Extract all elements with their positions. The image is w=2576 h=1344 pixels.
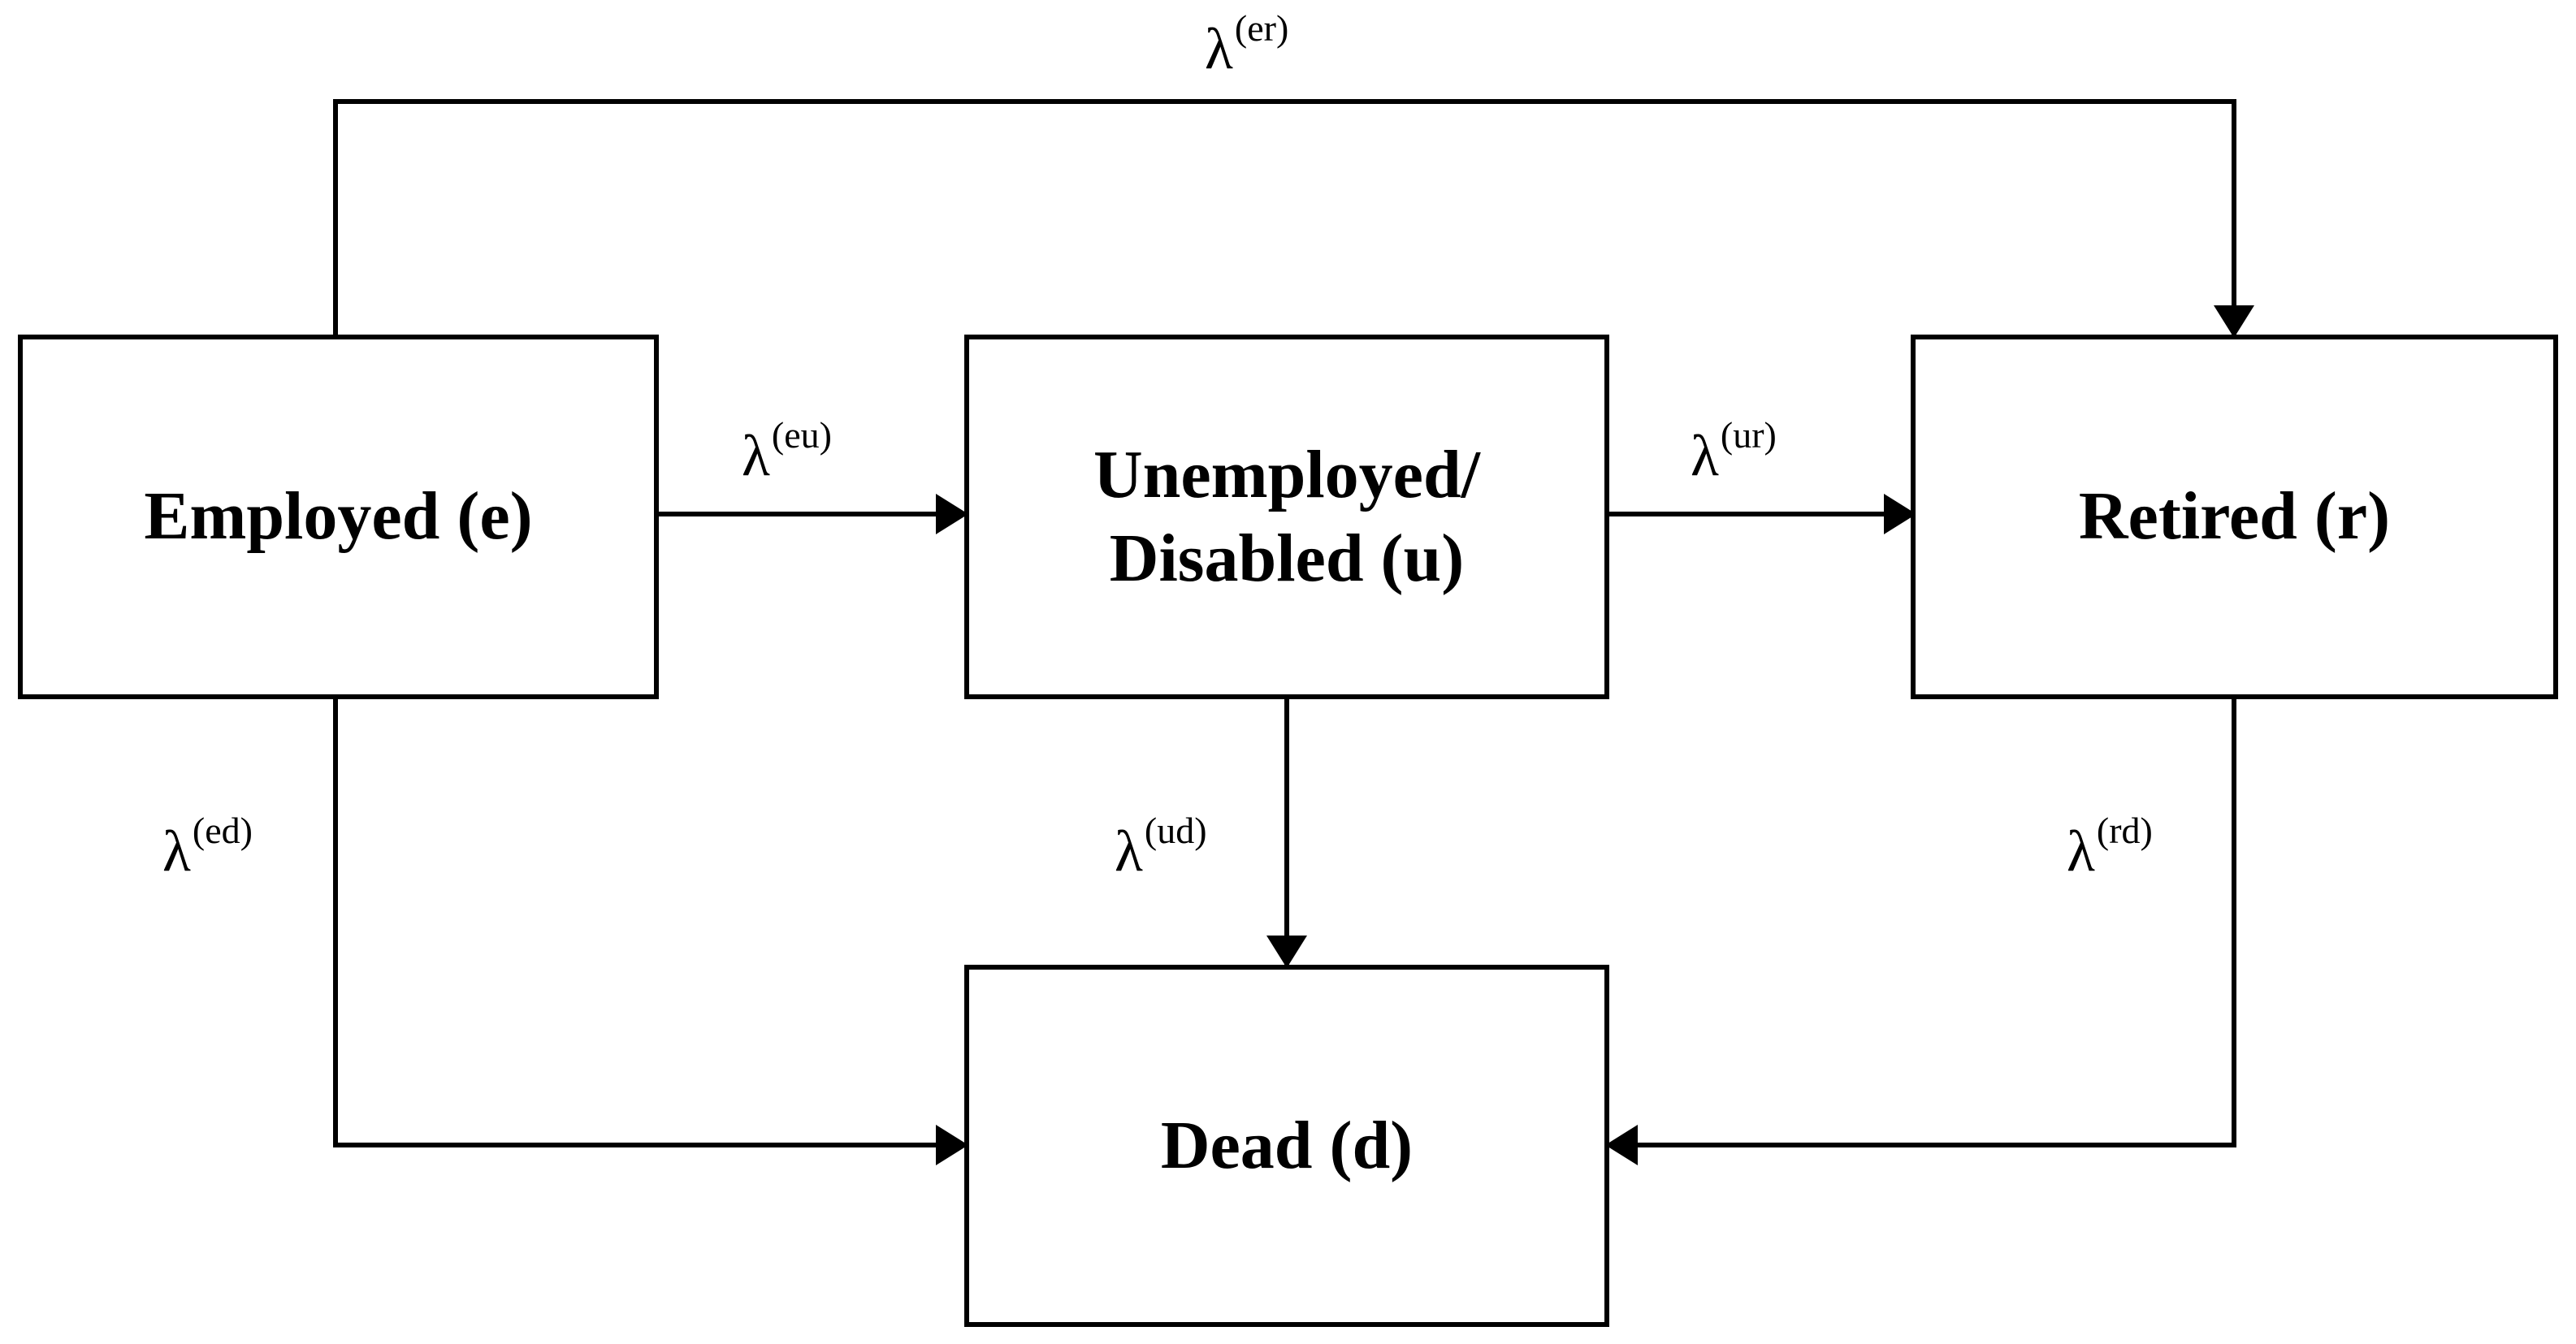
rate-superscript-ud: (ud) [1144,810,1207,851]
rate-superscript-eu: (eu) [771,414,832,456]
rate-label-rd: λ(rd) [2067,812,2153,881]
rate-symbol: λ [162,819,191,884]
state-employed-label: Employed (e) [144,478,533,555]
rate-superscript-rd: (rd) [2096,810,2153,851]
rate-symbol: λ [742,423,770,488]
rate-label-ud: λ(ud) [1115,812,1207,881]
state-retired-label: Retired (r) [2078,478,2391,555]
state-retired: Retired (r) [1911,335,2558,699]
rate-label-er: λ(er) [1205,10,1288,81]
rate-superscript-er: (er) [1234,7,1289,49]
state-employed: Employed (e) [18,335,659,699]
arrowhead-dead-top [1266,936,1307,968]
rate-symbol: λ [1691,423,1719,488]
state-unemployed-label: Unemployed/ Disabled (u) [1093,434,1480,600]
rate-superscript-ed: (ed) [192,810,253,851]
arrowhead-dead-right [1605,1125,1638,1165]
rate-label-ed: λ(ed) [162,812,253,881]
rate-label-eu: λ(eu) [742,417,832,488]
arrow-retired-to-dead [1607,697,2236,1147]
arrowhead-dead-left [936,1125,968,1165]
arrowhead-unemployed-left [936,494,968,534]
state-unemployed-label-line1: Unemployed/ [1093,437,1481,513]
arrow-employed-to-retired [333,99,2236,335]
arrowhead-retired-left [1884,494,1916,534]
rate-label-ur: λ(ur) [1691,417,1777,488]
state-unemployed-label-line2: Disabled (u) [1109,520,1465,596]
arrowhead-retired-top [2214,305,2254,338]
arrow-employed-to-dead [333,697,967,1147]
state-dead: Dead (d) [964,965,1609,1327]
rate-symbol: λ [1115,819,1143,884]
state-unemployed-disabled: Unemployed/ Disabled (u) [964,335,1609,699]
rate-symbol: λ [2067,819,2095,884]
rate-symbol: λ [1205,16,1233,81]
rate-superscript-ur: (ur) [1720,414,1777,456]
state-dead-label: Dead (d) [1160,1107,1414,1183]
